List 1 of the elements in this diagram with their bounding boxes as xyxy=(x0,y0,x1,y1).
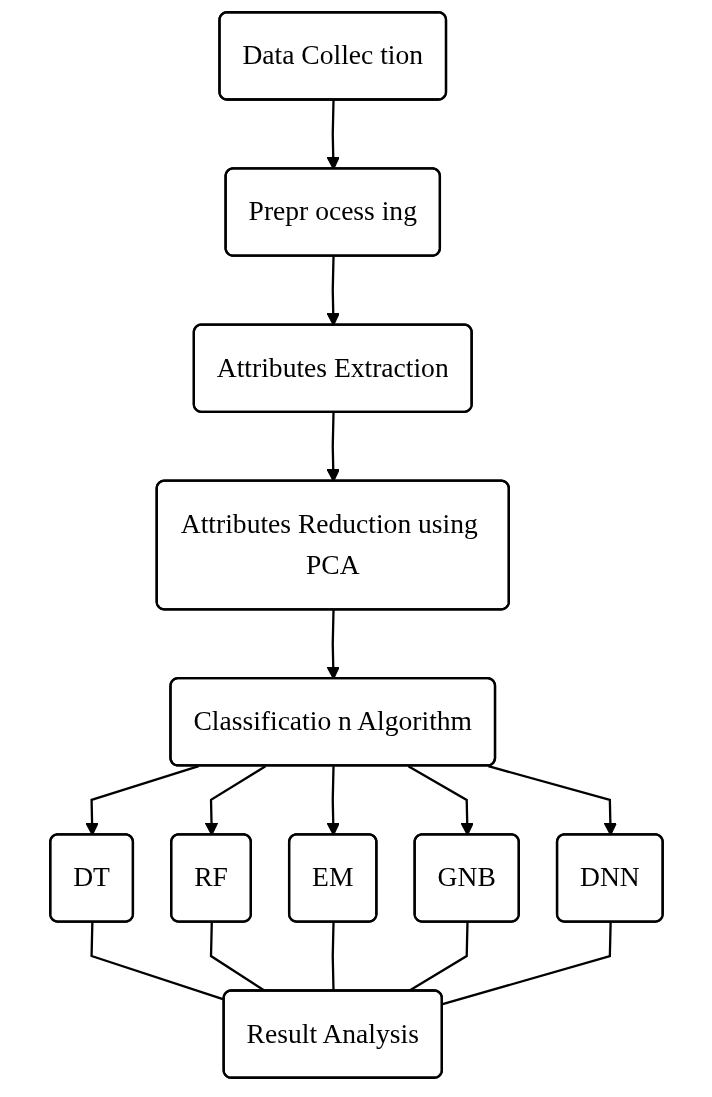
connector xyxy=(441,922,612,1006)
